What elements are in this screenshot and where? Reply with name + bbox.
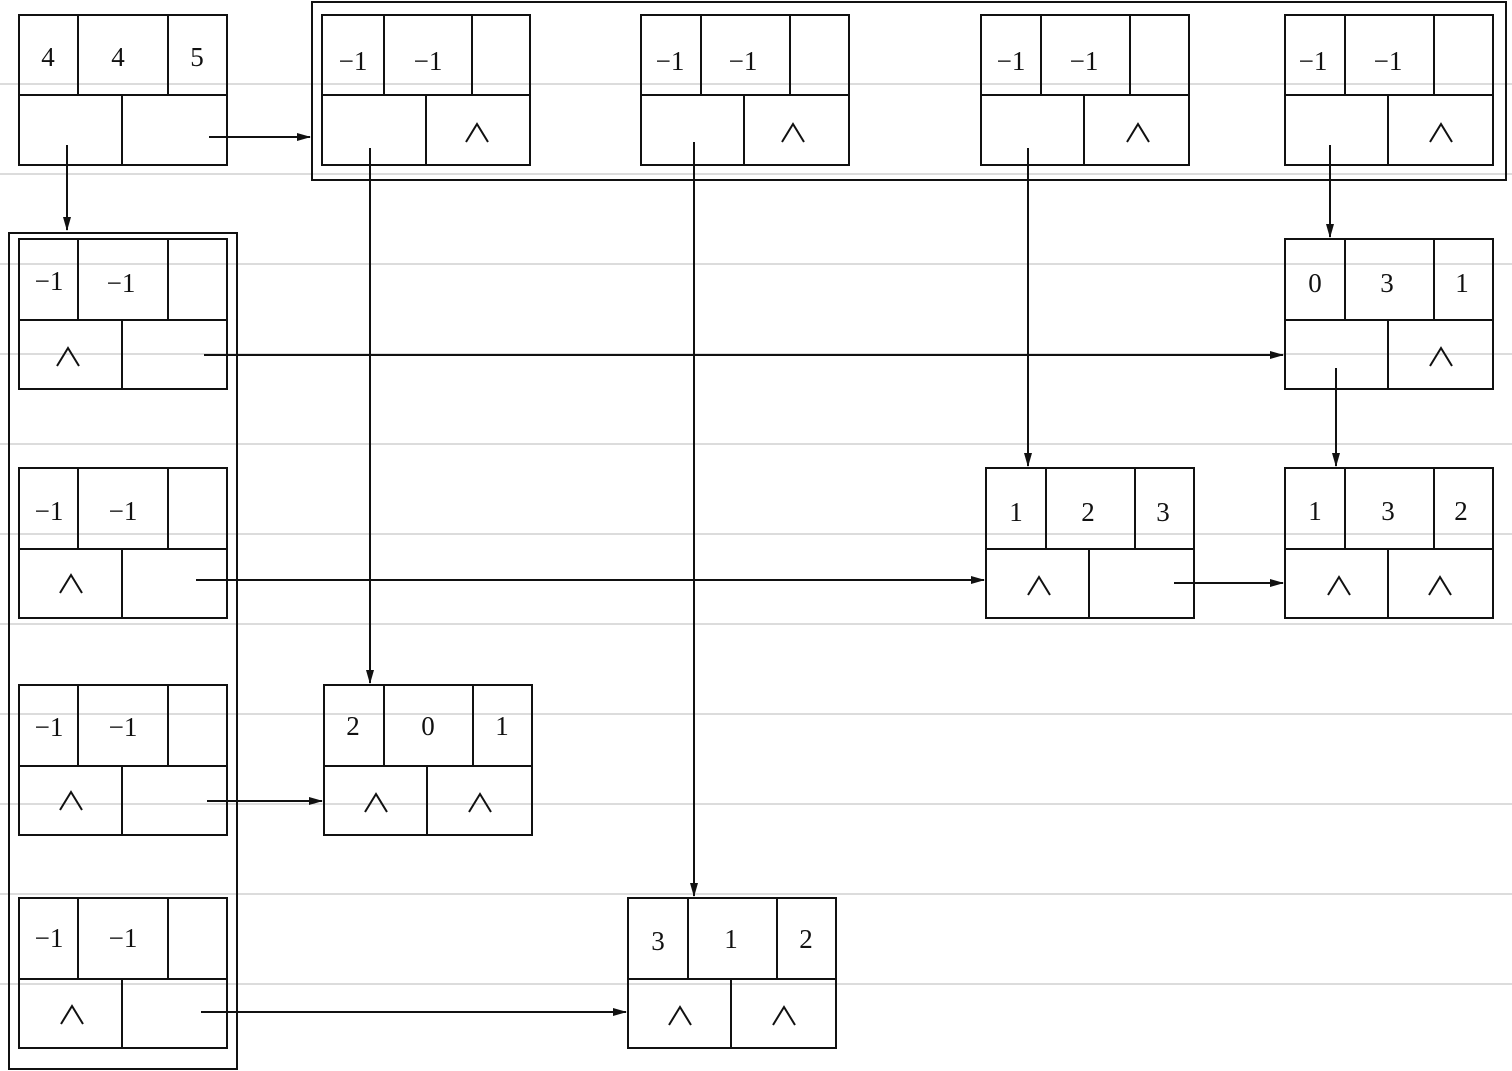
- row-head-col-value: −1: [109, 496, 138, 526]
- element-row-value: 2: [346, 711, 360, 741]
- col-head-col-value: −1: [729, 46, 758, 76]
- col-head-row-value: −1: [997, 46, 1026, 76]
- wedge-up-icon: [1126, 122, 1150, 143]
- row-head-col-value: −1: [107, 268, 136, 298]
- row-head-array-frame: [8, 232, 238, 1070]
- row-head-row-value: −1: [35, 712, 64, 742]
- row-head-node: −1 −1: [18, 897, 228, 1049]
- row-head-row-value: −1: [35, 496, 64, 526]
- element-col-value: 2: [1081, 497, 1095, 527]
- element-col-value: 3: [1381, 496, 1395, 526]
- wedge-up-icon: [56, 346, 80, 367]
- element-value: 2: [799, 924, 813, 954]
- element-row-value: 1: [1009, 497, 1023, 527]
- wedge-up-icon: [1428, 575, 1452, 596]
- header-col-value: 4: [111, 42, 125, 72]
- wedge-up-icon: [772, 1005, 796, 1026]
- col-head-node: −1 −1: [321, 14, 531, 166]
- link-arrows: [63, 133, 1340, 1016]
- col-head-row-value: −1: [339, 46, 368, 76]
- row-head-row-value: −1: [35, 923, 64, 953]
- element-value: 1: [1455, 268, 1469, 298]
- row-head-node: −1 −1: [18, 684, 228, 836]
- wedge-up-icon: [668, 1005, 692, 1026]
- header-row-value: 4: [41, 42, 55, 72]
- row-head-col-value: −1: [109, 712, 138, 742]
- element-value: 3: [1156, 497, 1170, 527]
- element-col-value: 1: [724, 924, 738, 954]
- wedge-up-icon: [1429, 122, 1453, 143]
- wedge-up-icon: [60, 1004, 84, 1025]
- wedge-up-icon: [1327, 575, 1351, 596]
- element-node: 1 3 2: [1284, 467, 1494, 619]
- element-node: 2 0 1: [323, 684, 533, 836]
- element-col-value: 0: [421, 711, 435, 741]
- element-node: 1 2 3: [985, 467, 1195, 619]
- wedge-up-icon: [59, 790, 83, 811]
- element-row-value: 1: [1308, 496, 1322, 526]
- wedge-up-icon: [59, 573, 83, 594]
- wedge-up-icon: [1429, 346, 1453, 367]
- header-node: 4 4 5: [18, 14, 228, 166]
- element-row-value: 3: [651, 926, 665, 956]
- row-head-col-value: −1: [109, 923, 138, 953]
- wedge-up-icon: [781, 122, 805, 143]
- element-node: 3 1 2: [627, 897, 837, 1049]
- row-head-row-value: −1: [35, 266, 64, 296]
- row-head-node: −1 −1: [18, 467, 228, 619]
- wedge-up-icon: [468, 792, 492, 813]
- col-head-col-value: −1: [1374, 46, 1403, 76]
- element-row-value: 0: [1308, 268, 1322, 298]
- col-head-node: −1 −1: [1284, 14, 1494, 166]
- element-value: 2: [1454, 496, 1468, 526]
- element-col-value: 3: [1380, 268, 1394, 298]
- element-value: 1: [495, 711, 509, 741]
- ruled-lines: [0, 83, 1512, 985]
- wedge-up-icon: [364, 792, 388, 813]
- wedge-up-icon: [1027, 575, 1051, 596]
- col-head-col-value: −1: [414, 46, 443, 76]
- col-head-col-value: −1: [1070, 46, 1099, 76]
- col-head-node: −1 −1: [980, 14, 1190, 166]
- col-head-node: −1 −1: [640, 14, 850, 166]
- col-head-row-value: −1: [1299, 46, 1328, 76]
- wedge-up-icon: [465, 122, 489, 143]
- row-head-node: −1 −1: [18, 238, 228, 390]
- element-node: 0 3 1: [1284, 238, 1494, 390]
- header-count-value: 5: [190, 42, 204, 72]
- column-head-array-frame: [311, 1, 1507, 181]
- col-head-row-value: −1: [656, 46, 685, 76]
